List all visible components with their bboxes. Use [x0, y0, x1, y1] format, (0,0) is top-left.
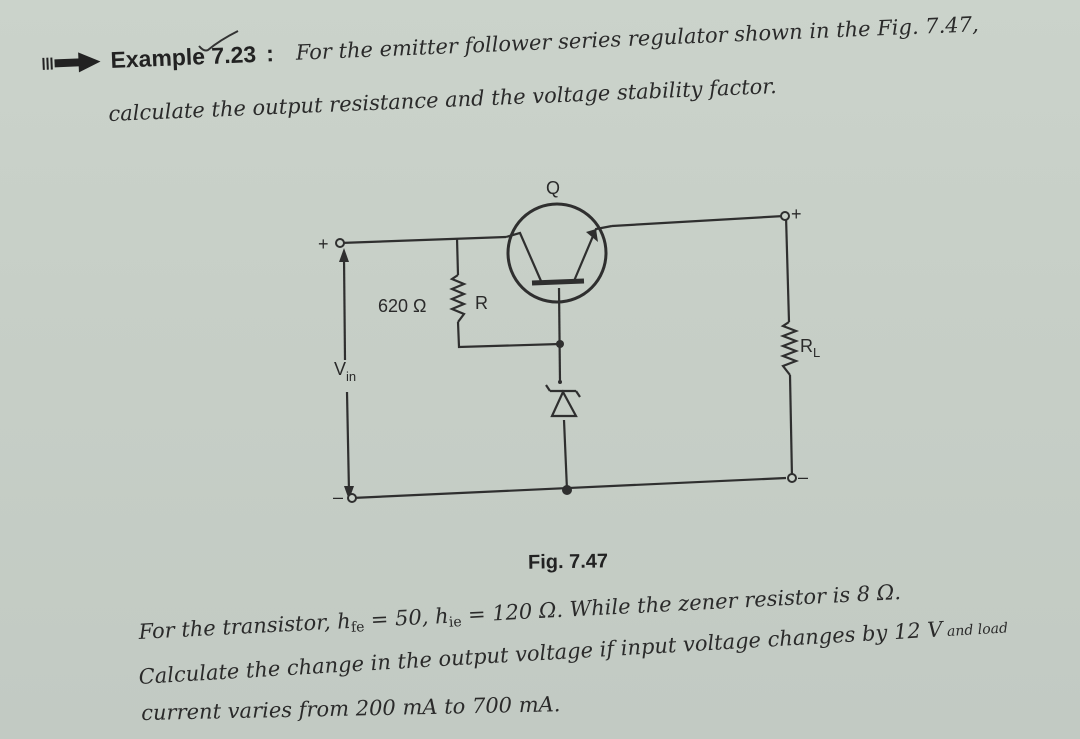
input-plus-label: + — [318, 234, 329, 254]
rl-wire-top — [784, 215, 791, 323]
output-plus-terminal — [780, 211, 790, 221]
r-wire-top — [455, 237, 460, 276]
transistor-label: Q — [546, 178, 560, 198]
zener-triangle — [550, 389, 578, 418]
transistor-base-bar — [531, 278, 585, 286]
resistor-name-label: R — [475, 293, 488, 313]
resistor-value-label: 620 Ω — [378, 296, 427, 316]
output-plus-label: + — [791, 204, 802, 224]
base-wire — [557, 287, 562, 383]
vin-arrowhead-down — [344, 486, 354, 500]
vin-arrowhead-up — [339, 248, 349, 262]
input-voltage-label: Vin — [334, 359, 356, 384]
load-label: RL — [800, 336, 820, 360]
rl-wire-bottom — [788, 374, 794, 479]
output-minus-label: – — [798, 467, 808, 487]
zener-wire-bottom — [562, 419, 569, 491]
example-heading: Example 7.23:For the emitter follower se… — [40, 6, 1080, 77]
transistor-body — [506, 202, 608, 304]
output-minus-terminal — [787, 473, 797, 483]
input-minus-terminal — [347, 493, 357, 503]
resistor-rl-zigzag — [779, 321, 800, 376]
vin-arrow-shaft-top — [342, 255, 347, 361]
node-base — [556, 340, 564, 348]
input-minus-label: – — [333, 487, 343, 507]
top-output-wire — [611, 214, 785, 228]
arrow-bullet-icon — [42, 51, 101, 72]
zener-bar — [545, 384, 581, 398]
figure-caption: Fig. 7.47 — [527, 550, 609, 574]
r-wire-bottom — [456, 321, 561, 349]
node-ground — [562, 485, 572, 495]
resistor-r-zigzag — [449, 274, 467, 323]
top-input-wire — [339, 235, 507, 245]
vin-arrow-shaft-bottom — [345, 391, 351, 493]
checkmark-icon — [198, 30, 239, 52]
input-plus-terminal — [335, 238, 345, 248]
emitter-arrowhead — [586, 229, 598, 242]
transistor-collector — [505, 231, 543, 282]
node-zener-top — [558, 380, 562, 384]
